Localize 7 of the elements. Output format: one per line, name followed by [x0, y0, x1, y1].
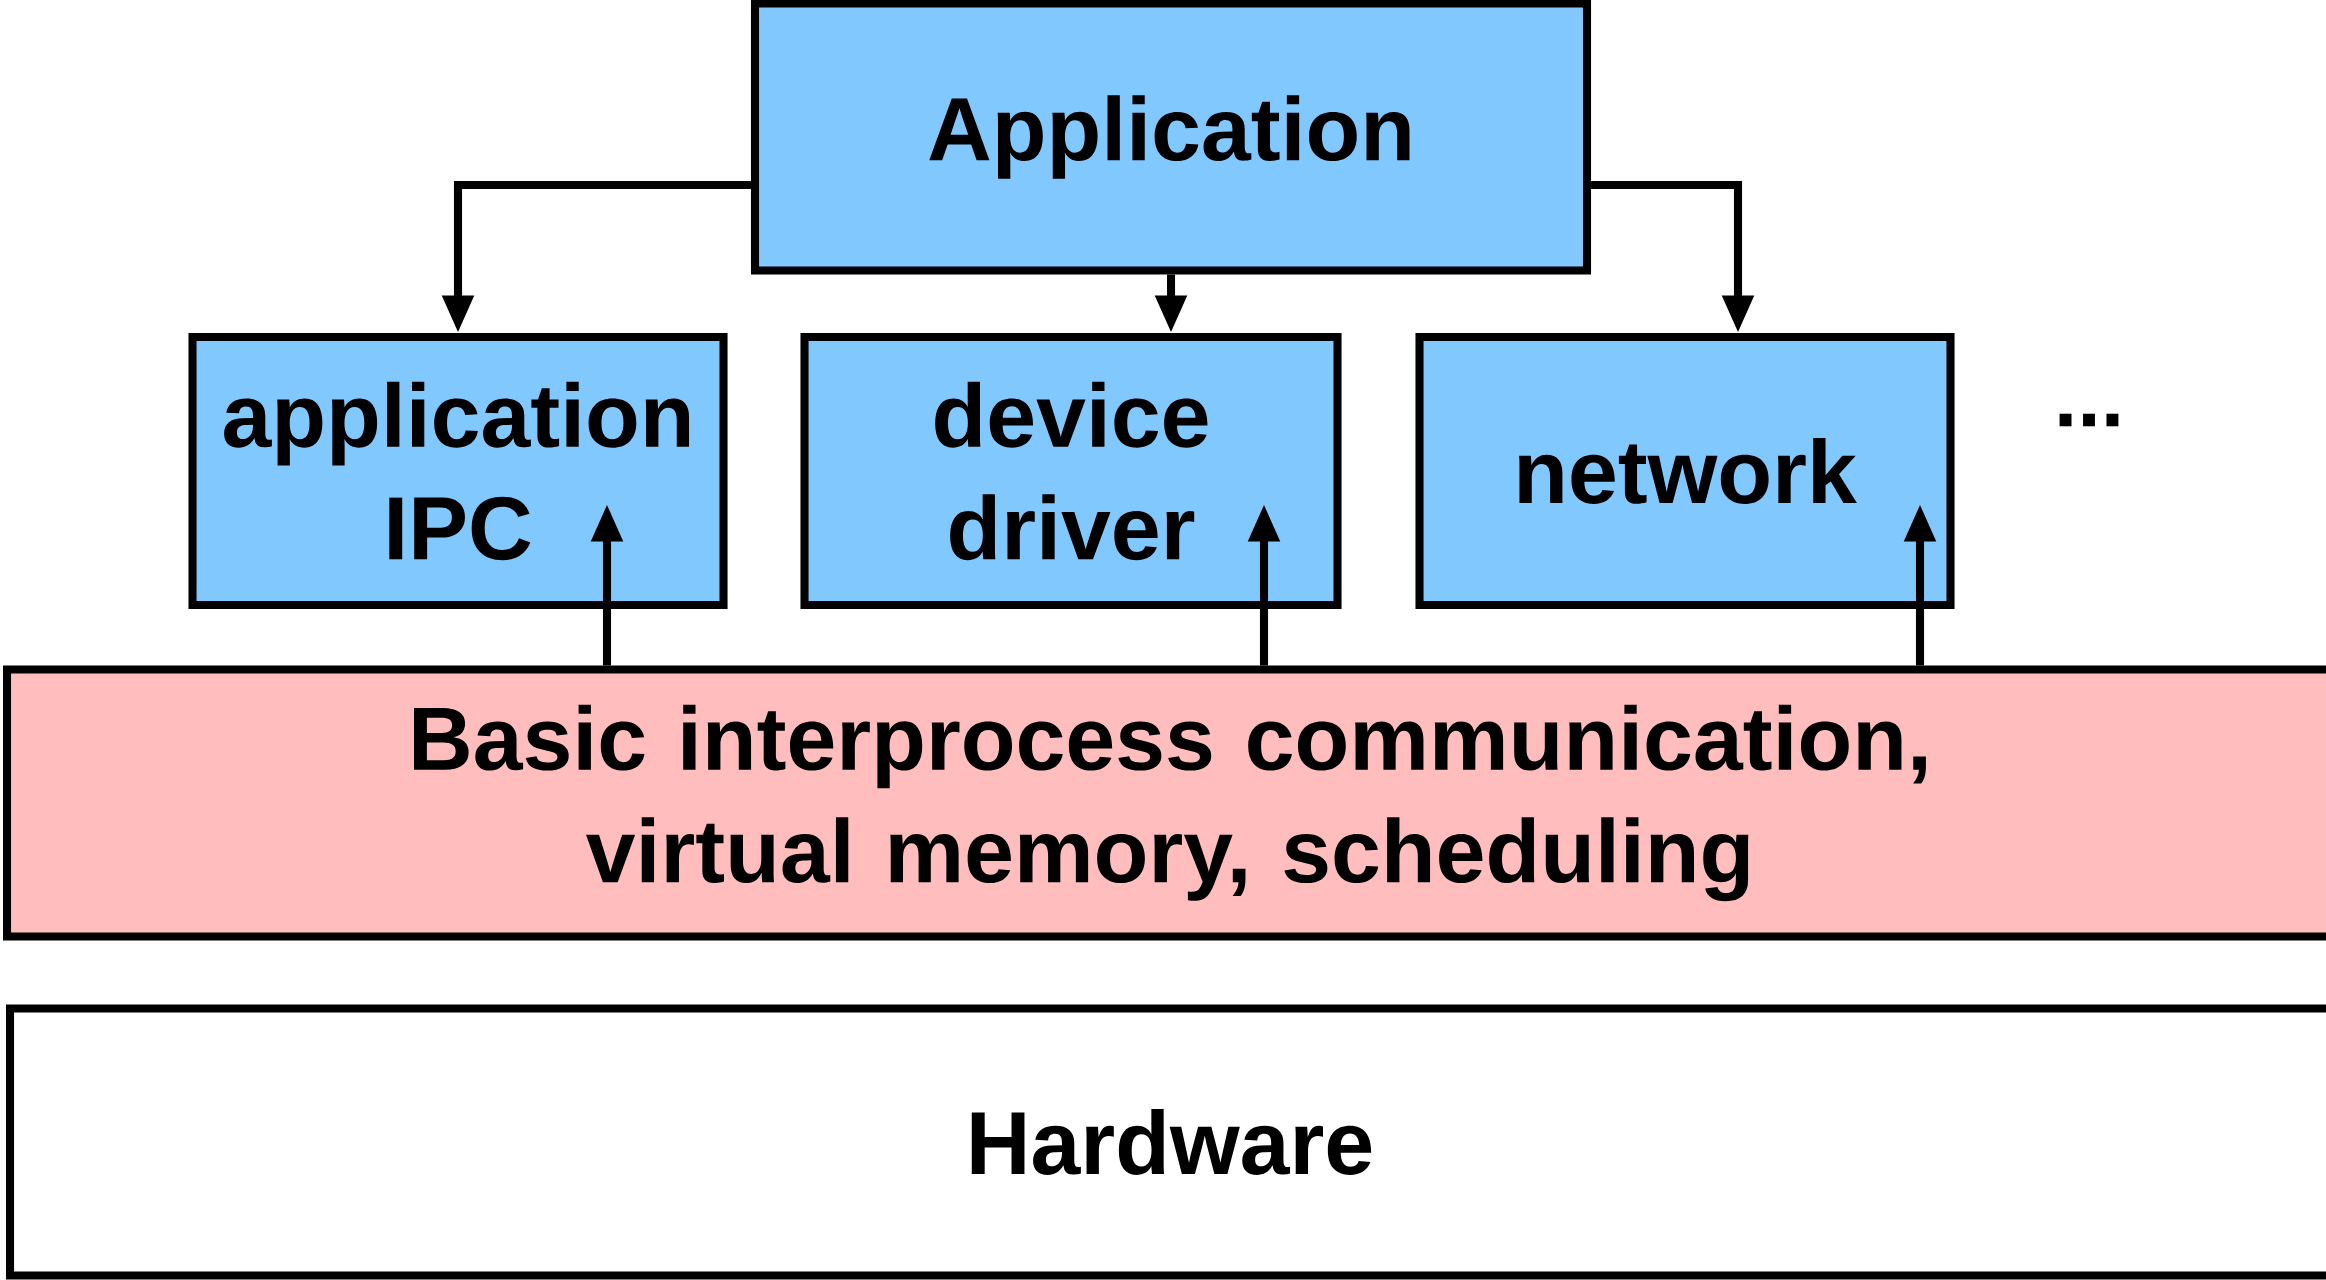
ellipsis: ... [2059, 413, 2119, 427]
layer-box: Basic interprocess communication, virtual memory, scheduling [2, 665, 2326, 941]
component-box: Application [750, 0, 1592, 275]
layer-box: Hardware [5, 1004, 2326, 1280]
component-box: network [1415, 332, 1955, 610]
component-box: device driver [800, 332, 1342, 610]
component-box: application IPC [188, 332, 728, 610]
